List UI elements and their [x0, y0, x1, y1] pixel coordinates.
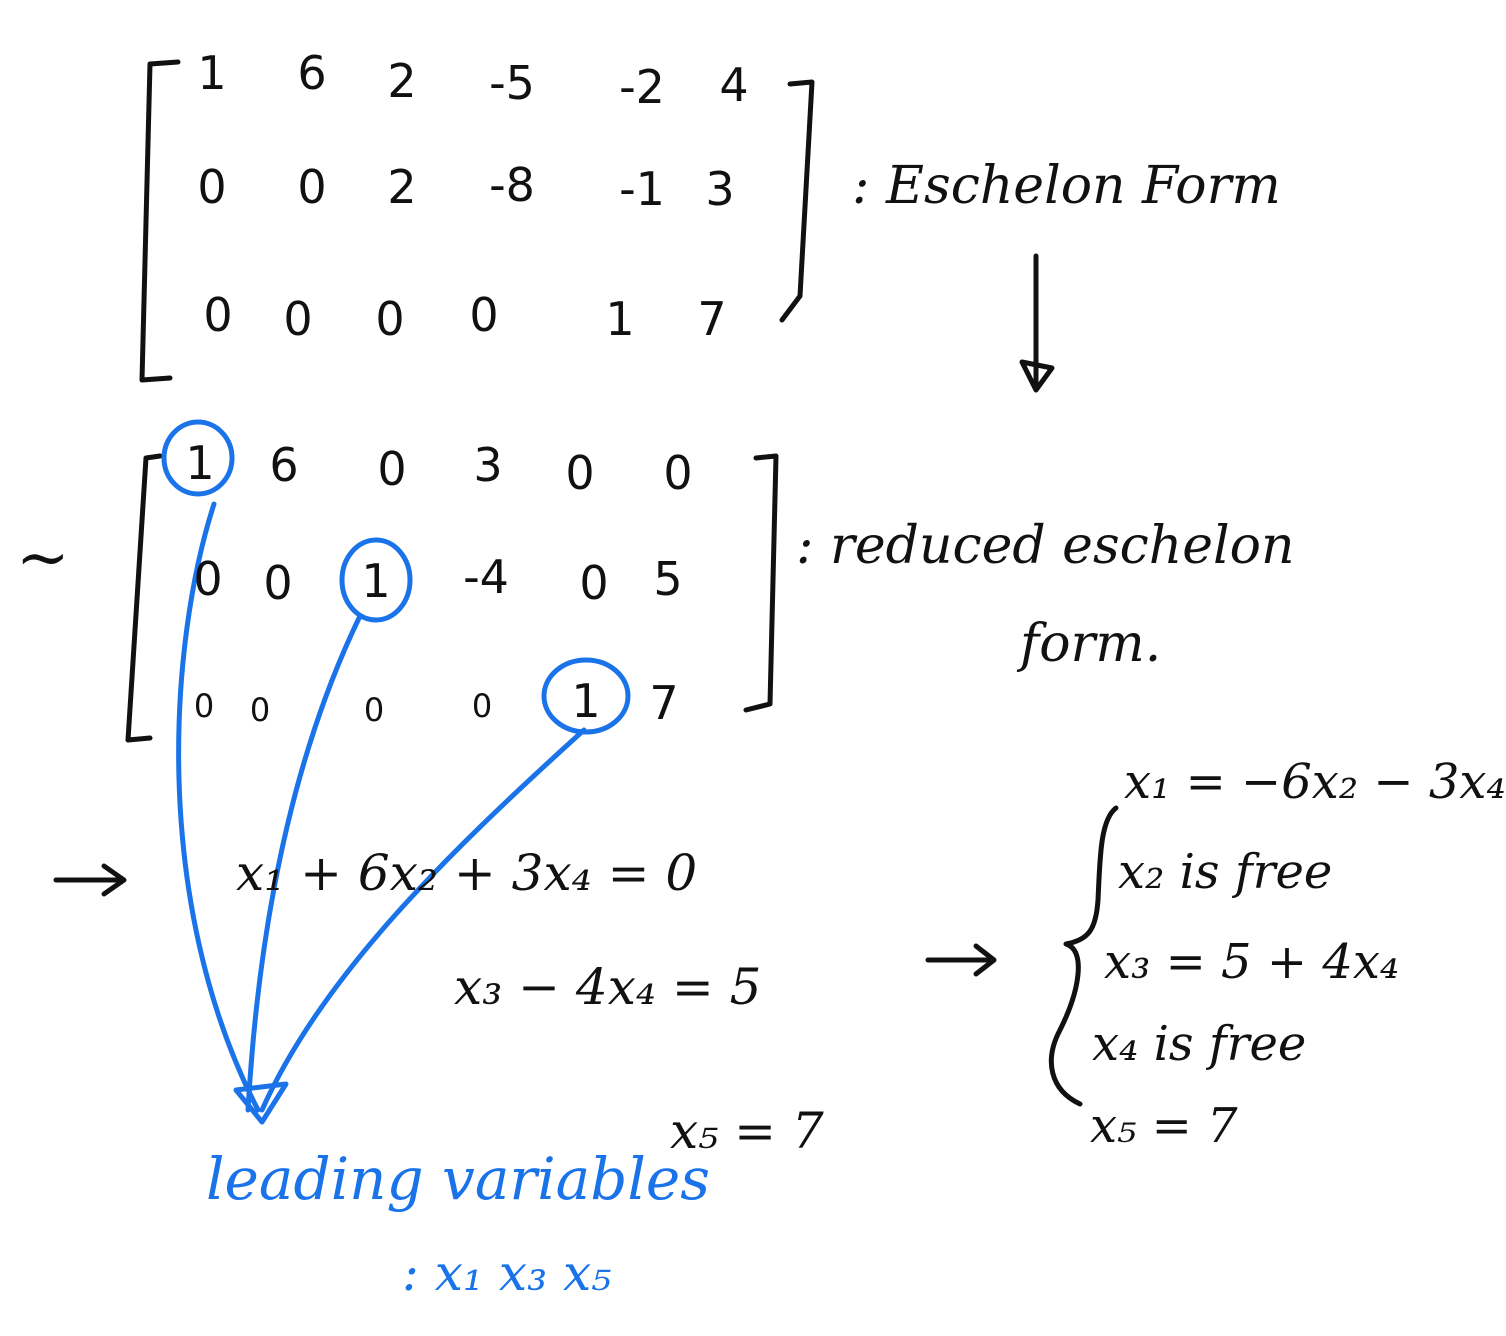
echelon-cell: 6: [297, 46, 327, 100]
reduced-left-bracket: [125, 453, 163, 743]
reduced-cell: -4: [463, 550, 509, 604]
solution-brace: [1048, 805, 1119, 1107]
reduced-form-label-line1: : reduced eschelon: [796, 516, 1295, 576]
solution-line-2: x₂ is free: [1118, 844, 1333, 900]
pivot-arrow-2: [245, 613, 363, 1113]
reduced-form-label-line2: form.: [1020, 614, 1162, 674]
leading-variables-list: : x₁ x₃ x₅: [402, 1244, 612, 1302]
echelon-cell: 0: [297, 160, 327, 214]
leading-variables-label: leading variables: [206, 1145, 711, 1213]
echelon-cell: 1: [197, 46, 227, 100]
pivot-arrow-3: [259, 727, 587, 1113]
arrowhead-icon: [233, 1081, 289, 1125]
pivot-circle-3: [541, 657, 631, 735]
echelon-left-bracket: [139, 59, 181, 383]
echelon-cell: 7: [697, 292, 727, 346]
solution-line-1: x₁ = −6x₂ − 3x₄: [1124, 754, 1506, 810]
echelon-cell: 0: [375, 292, 405, 346]
reduced-cell: 7: [649, 676, 679, 730]
reduced-cell: 3: [473, 438, 503, 492]
row-equivalence-tilde: ~: [16, 521, 70, 595]
reduced-cell: 0: [249, 691, 271, 729]
echelon-cell: -8: [489, 158, 535, 212]
ink-strokes: [53, 59, 1119, 1125]
echelon-cell: 0: [203, 288, 233, 342]
echelon-cell: 0: [197, 160, 227, 214]
reduced-cell: 0: [663, 446, 693, 500]
echelon-right-bracket: [779, 79, 815, 323]
reduced-cell: 0: [193, 552, 223, 606]
echelon-cell: 0: [469, 288, 499, 342]
echelon-cell: 2: [387, 160, 417, 214]
reduced-cell: 0: [471, 687, 493, 725]
reduced-cell: 6: [269, 438, 299, 492]
echelon-cell: -1: [619, 162, 665, 216]
right-arrow-icon: [53, 863, 127, 897]
pivot-arrow-1: [176, 501, 261, 1113]
reduced-cell: 0: [363, 691, 385, 729]
down-arrow-icon: [1019, 253, 1055, 393]
echelon-cell: 3: [705, 162, 735, 216]
equation-3: x₅ = 7: [670, 1102, 824, 1160]
echelon-cell: -2: [619, 60, 665, 114]
reduced-right-bracket: [743, 453, 779, 713]
reduced-cell: 0: [263, 556, 293, 610]
reduced-cell: 1: [185, 436, 215, 490]
echelon-form-label: : Eschelon Form: [852, 156, 1281, 216]
reduced-cell: 0: [579, 556, 609, 610]
pivot-circle-1: [161, 419, 235, 497]
system-arrow-icon: [925, 943, 997, 977]
solution-line-3: x₃ = 5 + 4x₄: [1104, 934, 1400, 990]
echelon-cell: 1: [605, 292, 635, 346]
equation-1: x₁ + 6x₂ + 3x₄ = 0: [236, 844, 698, 902]
reduced-cell: 1: [361, 554, 391, 608]
echelon-cell: -5: [489, 56, 535, 110]
reduced-cell: 5: [653, 552, 683, 606]
equation-2: x₃ − 4x₄ = 5: [454, 958, 762, 1016]
echelon-cell: 4: [719, 58, 749, 112]
echelon-cell: 2: [387, 54, 417, 108]
echelon-cell: 0: [283, 292, 313, 346]
pivot-circle-2: [339, 537, 413, 623]
solution-line-5: x₅ = 7: [1090, 1098, 1238, 1154]
whiteboard: 1 6 2 -5 -2 4 0 0 2 -8 -1 3 0 0 0 0 1 7 …: [16, 46, 1506, 1302]
reduced-cell: 0: [377, 442, 407, 496]
reduced-cell: 1: [571, 674, 601, 728]
reduced-cell: 0: [565, 446, 595, 500]
solution-line-4: x₄ is free: [1092, 1016, 1307, 1072]
reduced-cell: 0: [193, 687, 215, 725]
